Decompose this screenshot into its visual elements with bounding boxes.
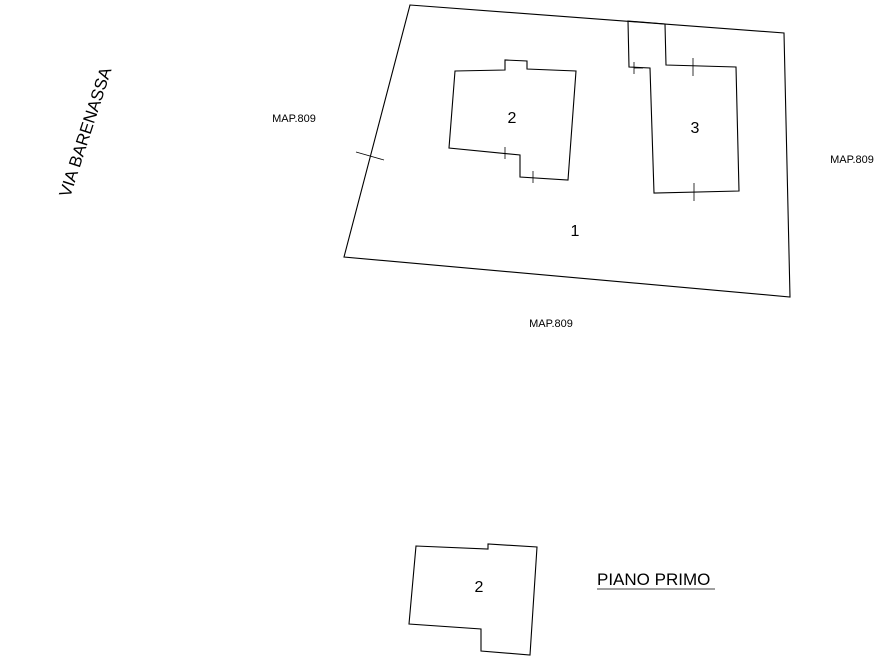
boundary-label-east: MAP.809: [830, 154, 874, 166]
building-3-outline: [627, 20, 740, 194]
building-2-label: 2: [508, 110, 517, 127]
lot-label: 1: [571, 223, 580, 240]
boundary-label-south: MAP.809: [529, 318, 573, 330]
upper-floor-building-2-outline: [408, 543, 538, 656]
building-2-outline: [448, 59, 577, 181]
boundary-label-west: MAP.809: [272, 113, 316, 125]
upper-floor-title: PIANO PRIMO: [597, 570, 710, 589]
upper-floor-building-2-label: 2: [475, 579, 484, 596]
building-3-label: 3: [691, 120, 700, 137]
boundary-tick-west: [355, 151, 385, 161]
lot-outline: [343, 4, 791, 298]
street-name: VIA BARENASSA: [56, 64, 116, 199]
